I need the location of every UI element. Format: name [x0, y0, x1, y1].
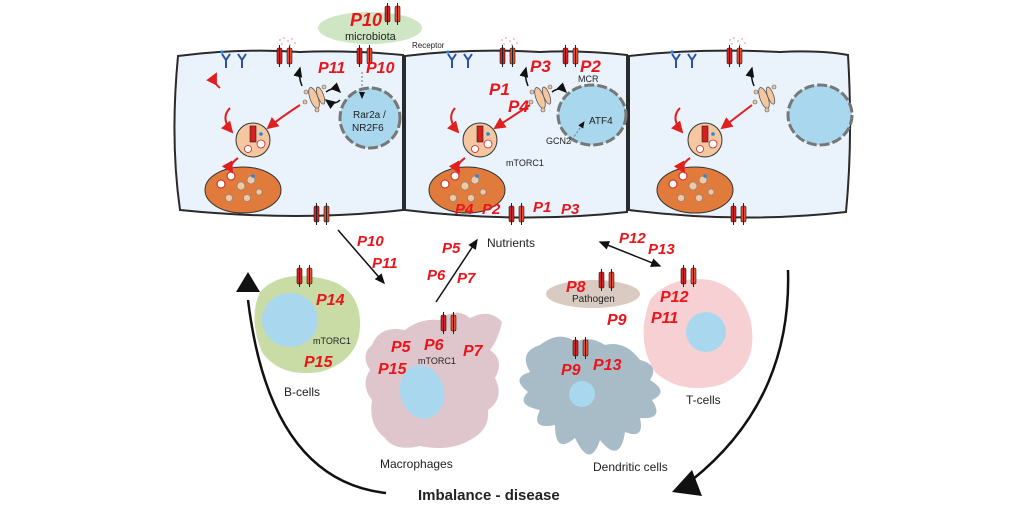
right-cell-internals: [656, 37, 854, 214]
nucleus-left-label-line2: NR2F6: [352, 123, 384, 134]
p-label-bottom-p4: P4: [455, 201, 474, 218]
cycle-arrowhead-left-icon: [236, 272, 260, 292]
gcn2-label: GCN2: [546, 136, 571, 146]
p-label-mid-p2: P2: [580, 57, 601, 76]
p-label-bcell-p14: P14: [316, 292, 345, 309]
arrow-from-macrophage: [435, 238, 478, 303]
endosome-icon: [235, 122, 271, 158]
nucleus-right: [786, 83, 854, 147]
p-label-macrophage-p7: P7: [463, 343, 484, 360]
p-label-arrow-p10: P10: [357, 233, 384, 250]
lysosome-icon: [204, 166, 282, 214]
p-label-tcell-p12: P12: [660, 289, 689, 306]
endosome-icon: [687, 122, 723, 158]
receptor-label: Receptor: [412, 41, 445, 50]
cycle-arrowhead-right-icon: [672, 470, 702, 496]
bcell-mtorc1-label: mTORC1: [313, 336, 351, 346]
cycle-arrow-left: [246, 299, 387, 495]
bcell-label: B-cells: [284, 385, 320, 399]
p-label-arrow-p12: P12: [619, 230, 646, 247]
b-cell-nucleus: [262, 293, 318, 347]
p-label-tcell-p11: P11: [651, 310, 678, 327]
atf4-label: ATF4: [589, 116, 613, 127]
b-cell: [254, 264, 361, 374]
nucleus-middle: [556, 83, 628, 147]
macrophage-nucleus: [399, 365, 445, 419]
imbalance-disease-label: Imbalance - disease: [418, 487, 560, 504]
p-label-arrow-p7: P7: [457, 270, 476, 287]
p-label-left-top-p10: P10: [366, 60, 395, 77]
mcr-label: MCR: [578, 74, 599, 84]
pathogen-label: Pathogen: [572, 294, 615, 305]
p-label-macrophage-p15: P15: [378, 361, 408, 378]
t-cell-nucleus: [686, 312, 726, 352]
arrow-to-macrophage: [337, 229, 385, 285]
dendritic-label: Dendritic cells: [593, 460, 668, 474]
arrow-nutrients-tcell: [598, 241, 662, 267]
p-label-arrow-p5: P5: [442, 240, 461, 257]
p-label-dendritic-p13: P13: [593, 357, 622, 374]
left-cell-internals: [204, 37, 402, 214]
pathogen-blob: [546, 280, 640, 308]
p-label-mid-p3: P3: [530, 57, 551, 76]
p-label-macrophage-p6: P6: [424, 337, 444, 354]
microbiota-label: microbiota: [345, 31, 397, 43]
t-cell: [643, 264, 753, 389]
p-label-arrow-p13: P13: [648, 241, 675, 258]
p-label-dendritic-p9: P9: [561, 362, 581, 379]
dendritic-cell: [519, 336, 661, 455]
nucleus-left-label-line1: Rar2a /: [353, 110, 386, 121]
p-label-bottom-p3: P3: [561, 201, 580, 218]
lysosome-icon: [656, 166, 734, 214]
p-label-arrow-p6: P6: [427, 267, 446, 284]
tcell-label: T-cells: [686, 393, 721, 407]
nutrients-label: Nutrients: [487, 236, 535, 250]
p-label-bottom-p2: P2: [482, 201, 501, 218]
p-label-between-p9: P9: [607, 312, 627, 329]
p-label-macrophage-p5: P5: [391, 339, 412, 356]
p-label-pathogen-p8: P8: [566, 279, 586, 296]
nucleus-left: [338, 86, 402, 150]
middle-cell-internals: [428, 37, 628, 214]
endosome-icon: [462, 122, 498, 158]
cycle-arrow-right: [691, 269, 790, 481]
p-label-left-top-p11: P11: [318, 60, 345, 77]
p-label-arrow-p11: P11: [372, 255, 398, 272]
p-label-microbiota: P10: [350, 10, 382, 30]
macrophage-label: Macrophages: [380, 457, 453, 471]
macrophage: [365, 311, 502, 448]
p-label-mid-p1: P1: [489, 80, 510, 99]
p-label-bottom-p1: P1: [533, 199, 551, 216]
p-label-bcell-p15: P15: [304, 354, 334, 371]
macrophage-mtorc1-label: mTORC1: [418, 356, 456, 366]
dendritic-nucleus: [569, 381, 595, 407]
mtorc1-epithelium-label: mTORC1: [506, 158, 544, 168]
p-label-mid-p4: P4: [508, 97, 529, 116]
